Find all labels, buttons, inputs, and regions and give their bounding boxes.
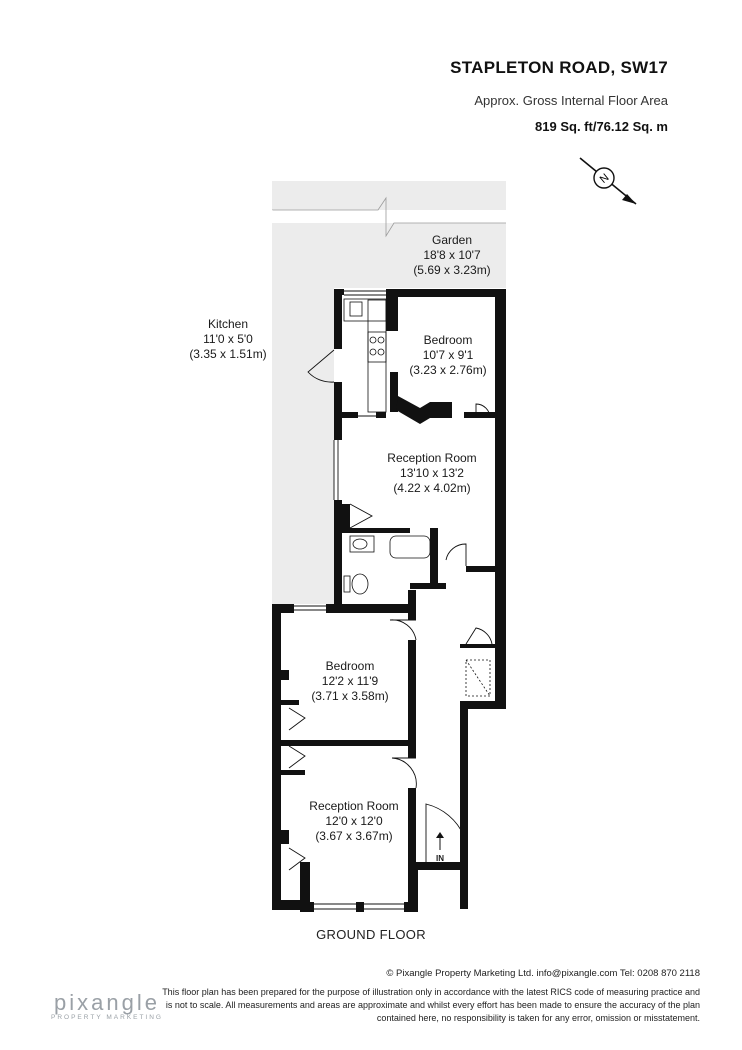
garden-metric: (5.69 x 3.23m) (413, 263, 490, 277)
floor-label: GROUND FLOOR (316, 927, 426, 942)
north-arrow-icon: N (579, 157, 637, 205)
windows (294, 290, 404, 910)
garden-imperial: 18'8 x 10'7 (423, 248, 481, 262)
bedroom-rear-name: Bedroom (424, 333, 473, 347)
reception-rear-imperial: 13'10 x 13'2 (400, 466, 464, 480)
reception-rear-name: Reception Room (387, 451, 476, 465)
bedroom-front-name: Bedroom (326, 659, 375, 673)
garden-area (271, 181, 506, 604)
internal-walls (281, 289, 496, 862)
entrance-label: IN (436, 854, 444, 863)
bedroom-front-metric: (3.71 x 3.58m) (311, 689, 388, 703)
reception-front-imperial: 12'0 x 12'0 (325, 814, 383, 828)
entrance-arrow-icon (436, 832, 444, 850)
area-subtitle: Approx. Gross Internal Floor Area (474, 93, 668, 108)
property-title: STAPLETON ROAD, SW17 (450, 58, 668, 77)
reception-front-metric: (3.67 x 3.67m) (315, 829, 392, 843)
kitchen-name: Kitchen (208, 317, 248, 331)
fixtures (343, 298, 491, 697)
logo-name: pixangle (54, 990, 160, 1015)
bedroom-rear-metric: (3.23 x 2.76m) (409, 363, 486, 377)
logo-tagline: PROPERTY MARKETING (51, 1014, 163, 1021)
outer-walls (272, 289, 506, 912)
bedroom-rear-imperial: 10'7 x 9'1 (423, 348, 474, 362)
footer-contact: © Pixangle Property Marketing Ltd. info@… (386, 968, 700, 979)
bedroom-front-imperial: 12'2 x 11'9 (322, 674, 379, 688)
reception-front-name: Reception Room (309, 799, 398, 813)
pixangle-logo: pixangle PROPERTY MARKETING (42, 990, 172, 1021)
reception-rear-metric: (4.22 x 4.02m) (393, 481, 470, 495)
garden-name: Garden (432, 233, 472, 247)
floor-area: 819 Sq. ft/76.12 Sq. m (535, 119, 668, 134)
kitchen-imperial: 11'0 x 5'0 (203, 332, 253, 346)
doors (288, 349, 493, 871)
footer-disclaimer: This floor plan has been prepared for th… (162, 987, 700, 1023)
kitchen-metric: (3.35 x 1.51m) (189, 347, 266, 361)
